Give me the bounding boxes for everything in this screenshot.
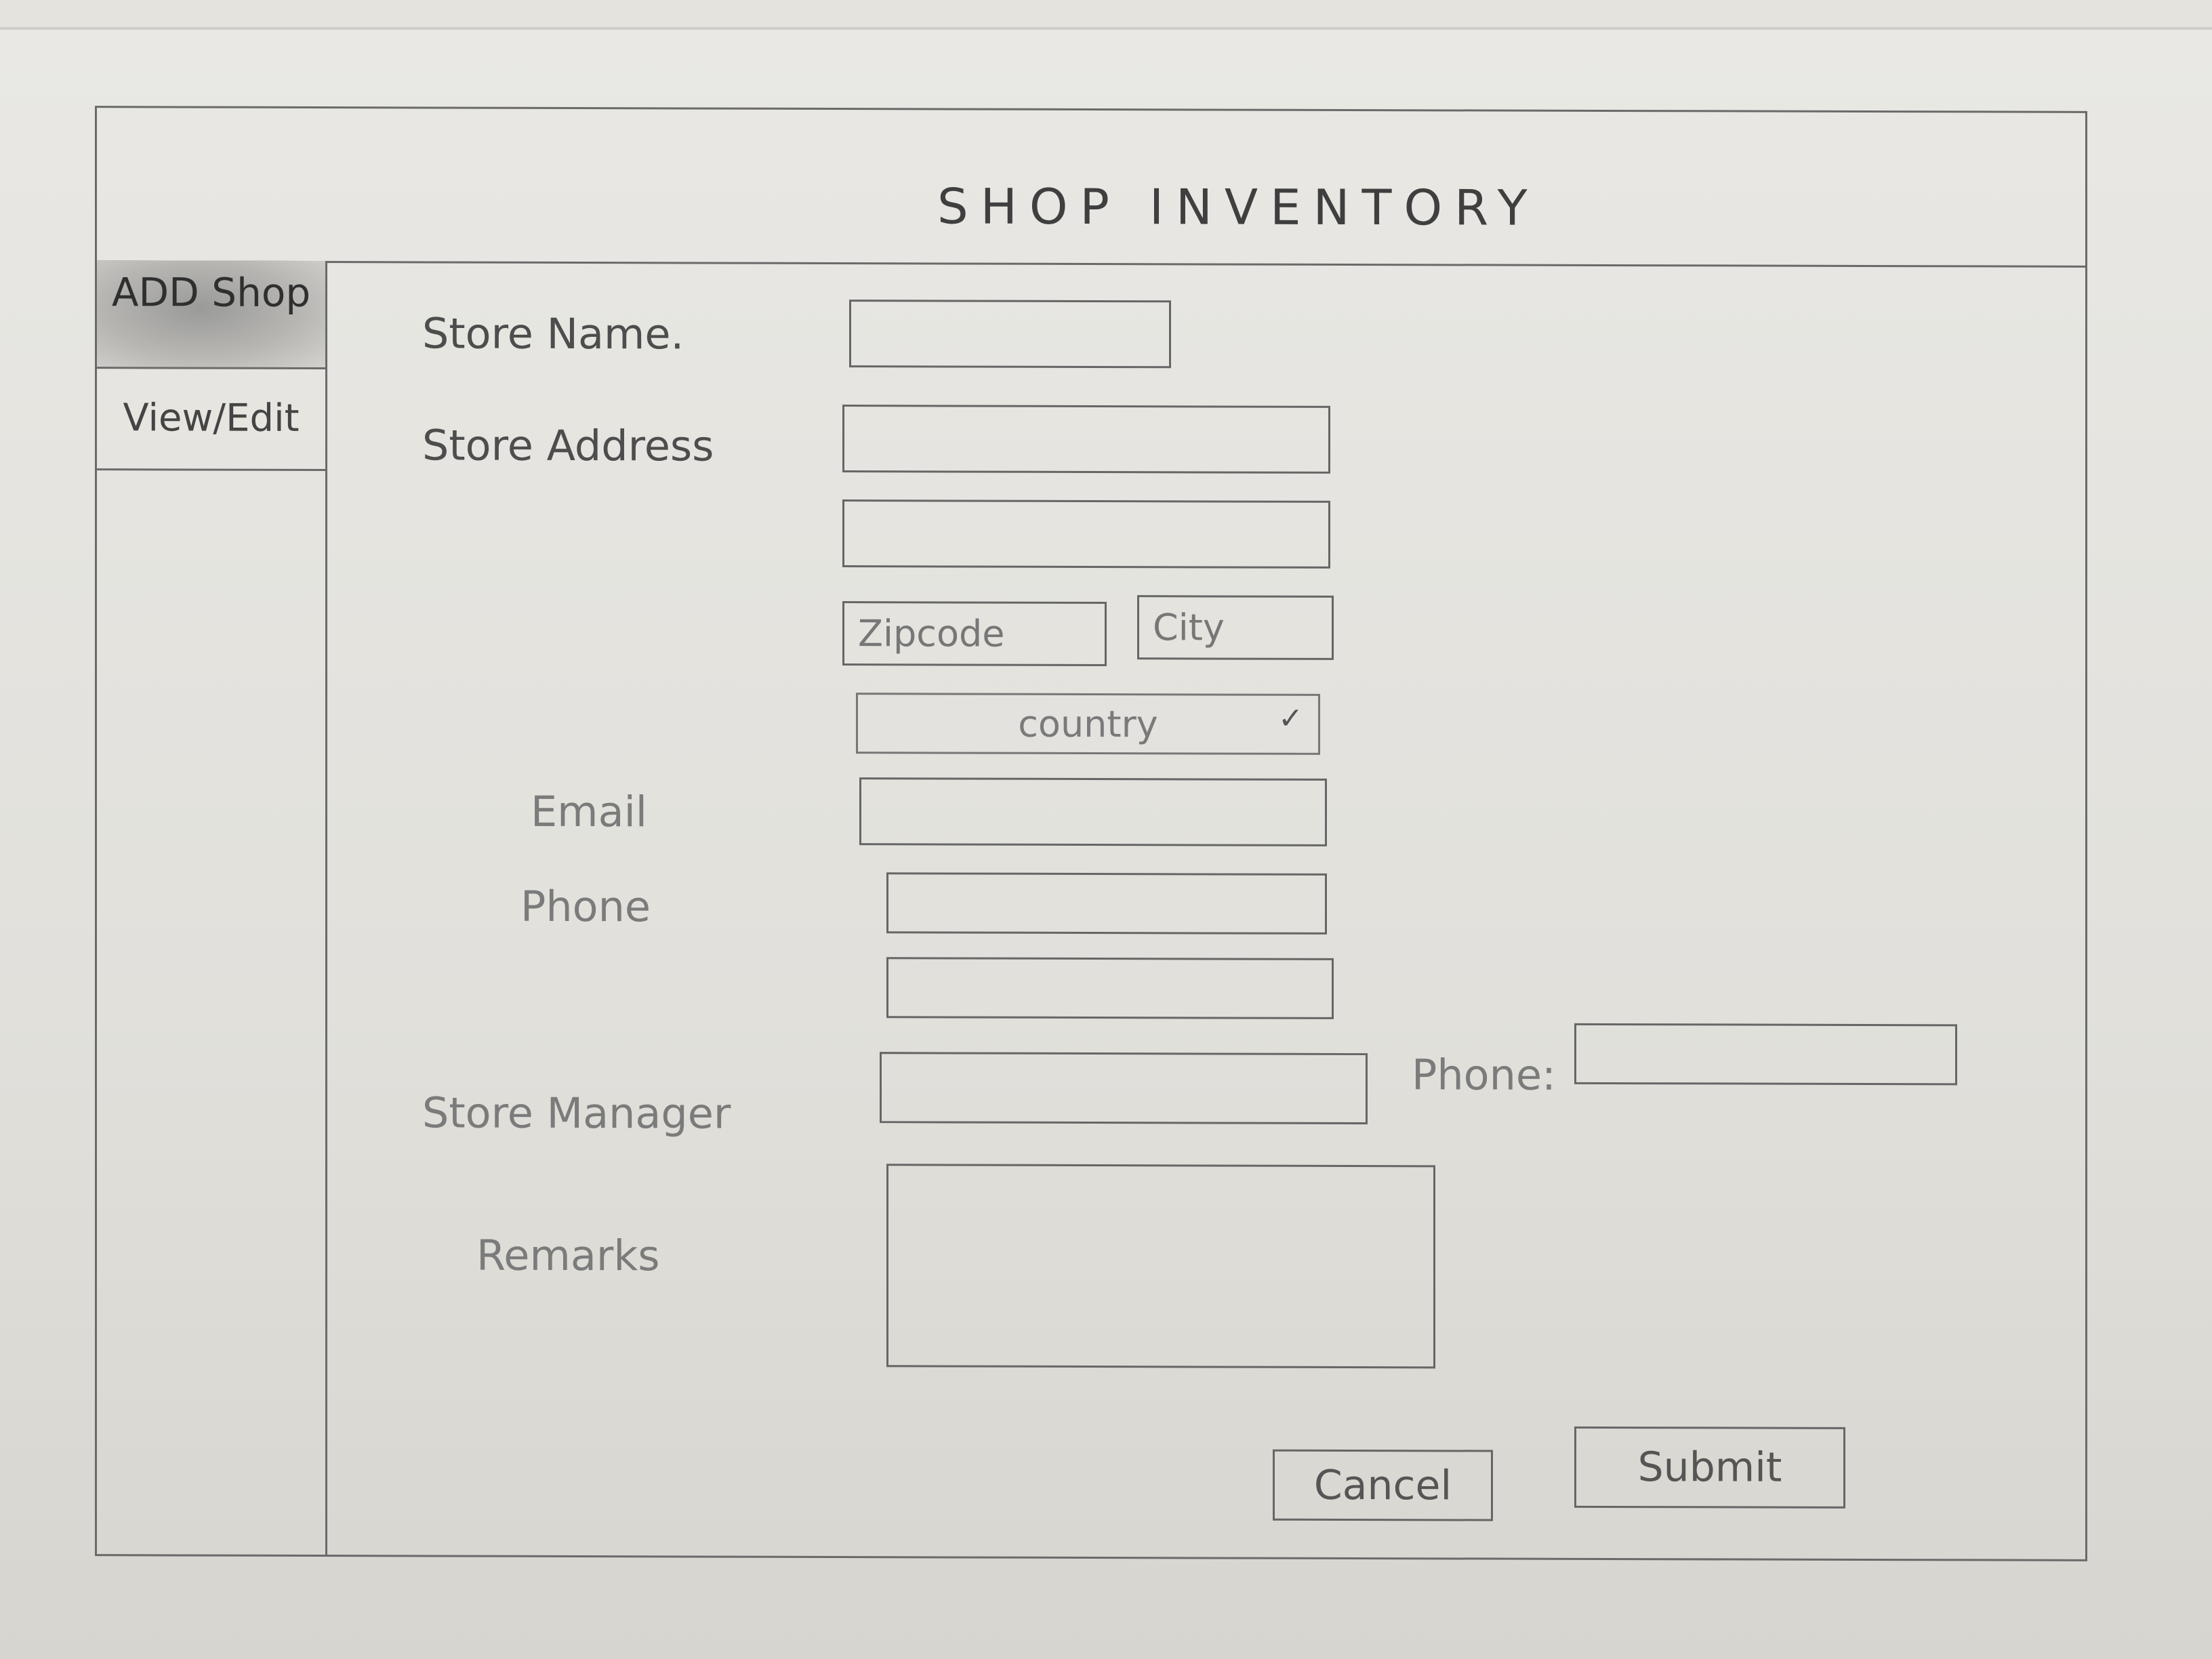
header: SHOP INVENTORY xyxy=(97,108,2085,268)
remarks-textarea[interactable] xyxy=(886,1164,1435,1369)
store-name-input[interactable] xyxy=(849,300,1171,369)
zipcode-input[interactable] xyxy=(842,601,1107,667)
email-label: Email xyxy=(531,786,648,837)
submit-button[interactable]: Submit xyxy=(1574,1426,1845,1509)
add-shop-form: Store Name. Store Address country ✓ Emai… xyxy=(327,261,2085,1559)
paper-fold xyxy=(0,27,2212,30)
store-manager-label: Store Manager xyxy=(422,1088,731,1139)
manager-phone-input[interactable] xyxy=(1574,1023,1957,1086)
phone-input[interactable] xyxy=(886,872,1327,935)
sidebar: ADD Shop View/Edit xyxy=(97,260,327,1555)
sidebar-item-add-shop[interactable]: ADD Shop xyxy=(97,260,325,370)
phone-secondary-input[interactable] xyxy=(886,957,1334,1019)
cancel-button[interactable]: Cancel xyxy=(1273,1449,1493,1521)
app-window: SHOP INVENTORY ADD Shop View/Edit Store … xyxy=(95,106,2087,1561)
country-select[interactable]: country ✓ xyxy=(856,693,1320,755)
sidebar-item-label: ADD Shop xyxy=(111,269,311,316)
city-input[interactable] xyxy=(1137,595,1334,660)
chevron-down-icon: ✓ xyxy=(1278,701,1303,736)
store-manager-input[interactable] xyxy=(880,1052,1368,1125)
app-title: SHOP INVENTORY xyxy=(937,178,1540,237)
sidebar-item-label: View/Edit xyxy=(123,396,300,441)
manager-phone-label: Phone: xyxy=(1412,1050,1556,1100)
email-input[interactable] xyxy=(859,777,1327,846)
sidebar-item-view-edit[interactable]: View/Edit xyxy=(97,369,325,472)
address-line-2-input[interactable] xyxy=(842,499,1330,569)
remarks-label: Remarks xyxy=(476,1230,660,1281)
store-name-label: Store Name. xyxy=(422,308,684,359)
phone-label: Phone xyxy=(520,881,651,932)
store-address-label: Store Address xyxy=(422,420,714,471)
address-line-1-input[interactable] xyxy=(842,405,1330,474)
country-selected-value: country xyxy=(1018,702,1158,745)
